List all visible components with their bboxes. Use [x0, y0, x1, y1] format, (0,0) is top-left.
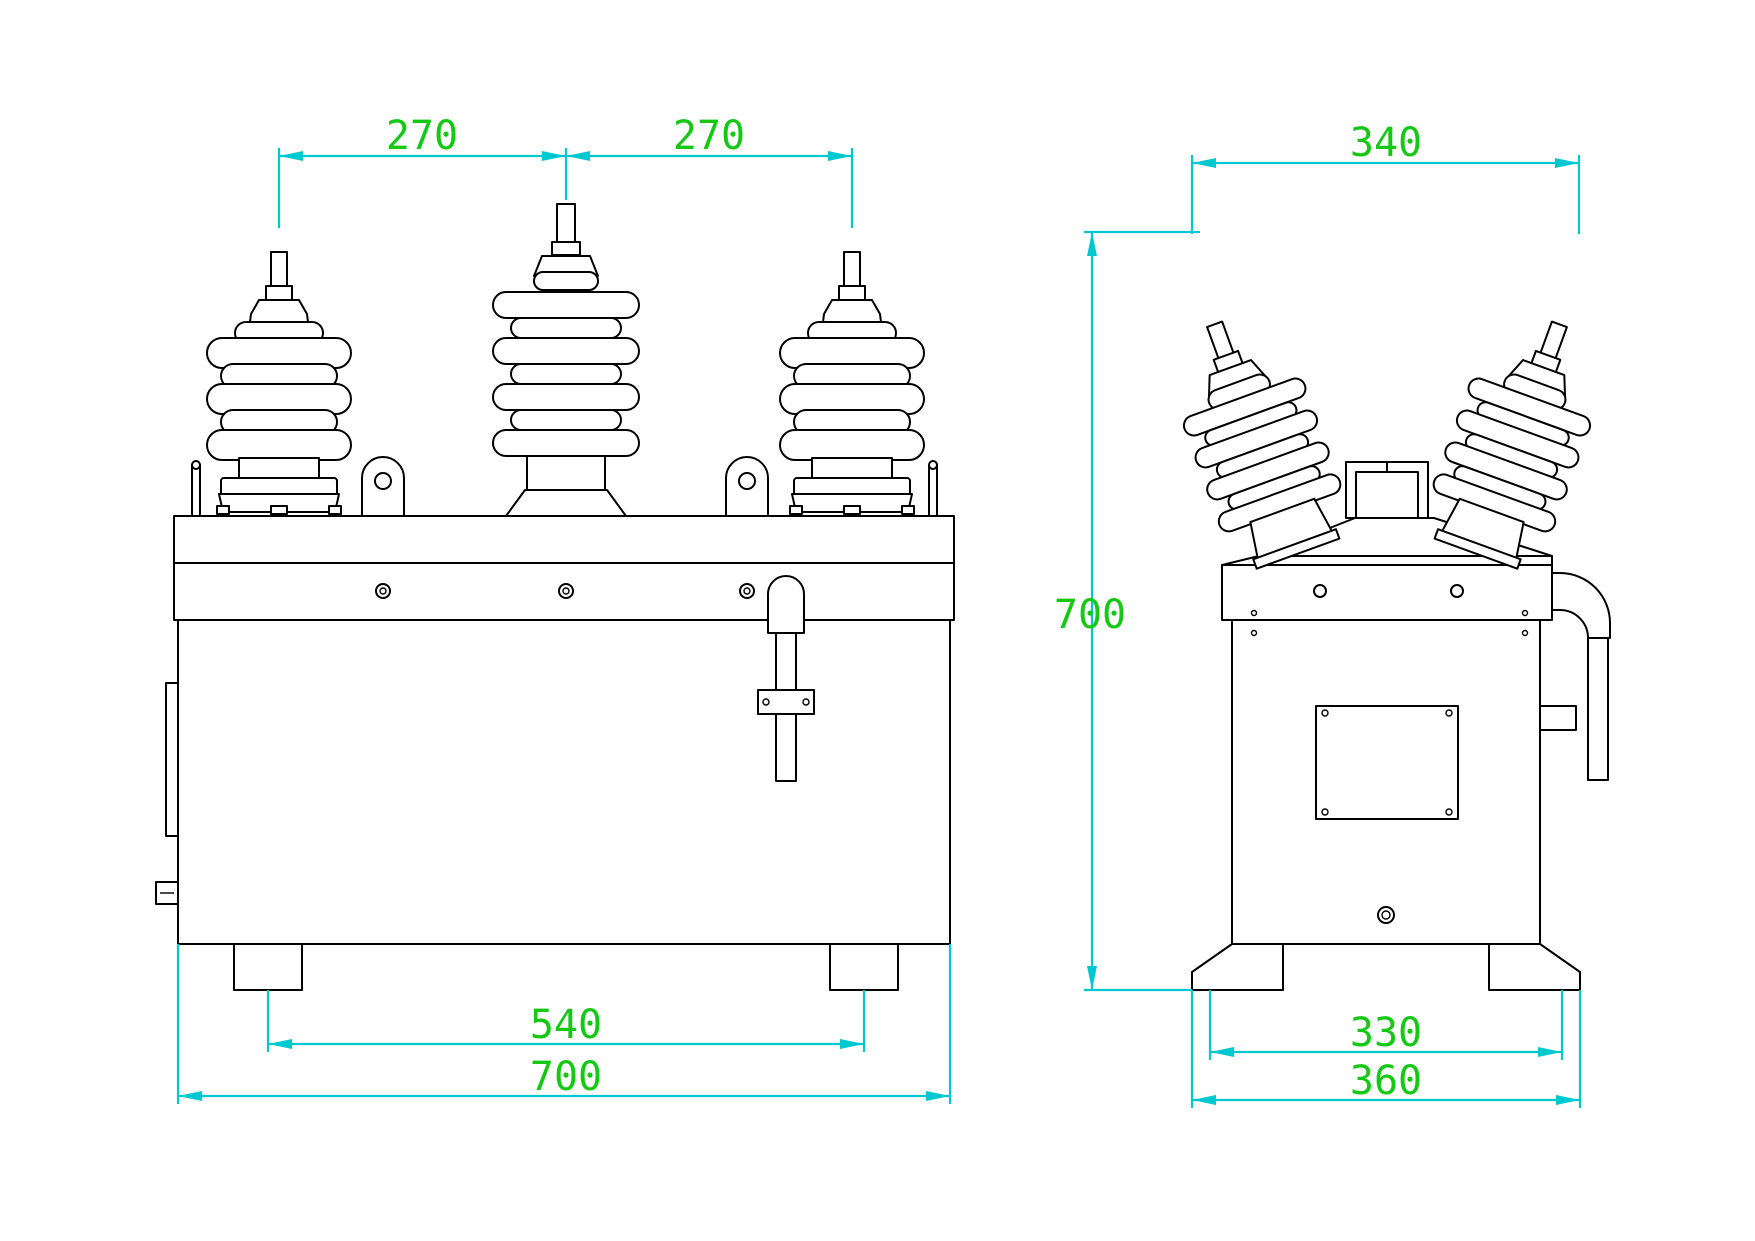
operating-handle: [767, 575, 805, 634]
front-foot-left: [233, 943, 303, 991]
dim-front-top-right: 270: [673, 113, 745, 159]
side-foot-right: [1488, 943, 1581, 991]
dim-side-overall-height: 700: [1054, 592, 1126, 638]
bushing-right: [779, 251, 925, 515]
bolt-icon: [739, 583, 755, 599]
dim-front-top-left: 270: [386, 113, 458, 159]
dim-front-overall-width: 700: [530, 1054, 602, 1100]
side-bent-pipe: [1551, 572, 1611, 639]
bolt-icon: [558, 583, 574, 599]
dim-side-bushing-span: 340: [1350, 120, 1422, 166]
front-cover-plate: [173, 515, 955, 621]
front-foot-right: [829, 943, 899, 991]
nameplate: [1315, 705, 1459, 820]
side-foot-left: [1191, 943, 1284, 991]
front-tank: [177, 619, 951, 945]
dimension-lines: [176, 148, 1582, 1108]
dim-side-overall-width: 360: [1350, 1058, 1422, 1104]
bushing-side-left: [1153, 301, 1360, 577]
drain-plug-icon: [1377, 906, 1395, 924]
dim-front-feet-span: 540: [530, 1002, 602, 1048]
front-view: [155, 203, 955, 991]
bushing-left: [206, 251, 352, 515]
side-cover-plate: [1221, 564, 1553, 621]
side-lifting-handle: [1345, 461, 1429, 519]
side-view: [1153, 301, 1621, 991]
bushing-side-right: [1414, 301, 1621, 577]
arrester-middle: [492, 203, 640, 517]
bolt-icon: [375, 583, 391, 599]
dim-side-feet-span: 330: [1350, 1010, 1422, 1056]
